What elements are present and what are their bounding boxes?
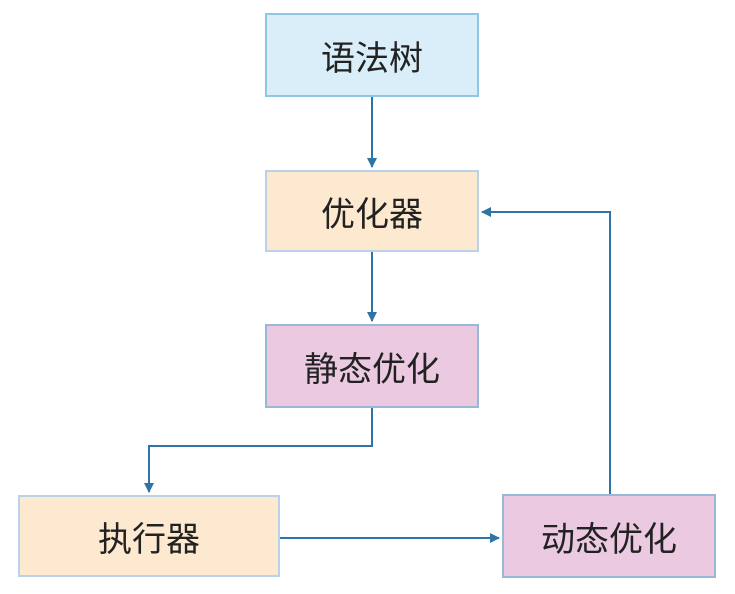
edge-dynamic-to-optimizer [481, 207, 611, 494]
node-syntax-tree: 语法树 [265, 13, 479, 97]
node-dynamic-optimization-label: 动态优化 [541, 519, 677, 560]
node-syntax-tree-label: 语法树 [321, 38, 423, 79]
node-static-optimization: 静态优化 [265, 324, 479, 408]
node-static-optimization-label: 静态优化 [304, 349, 440, 390]
node-dynamic-optimization: 动态优化 [502, 494, 716, 578]
node-optimizer-label: 优化器 [321, 194, 423, 235]
node-optimizer: 优化器 [265, 170, 479, 252]
edge-static-to-executor [144, 408, 373, 493]
node-executor-label: 执行器 [98, 519, 200, 560]
node-executor: 执行器 [18, 495, 280, 577]
